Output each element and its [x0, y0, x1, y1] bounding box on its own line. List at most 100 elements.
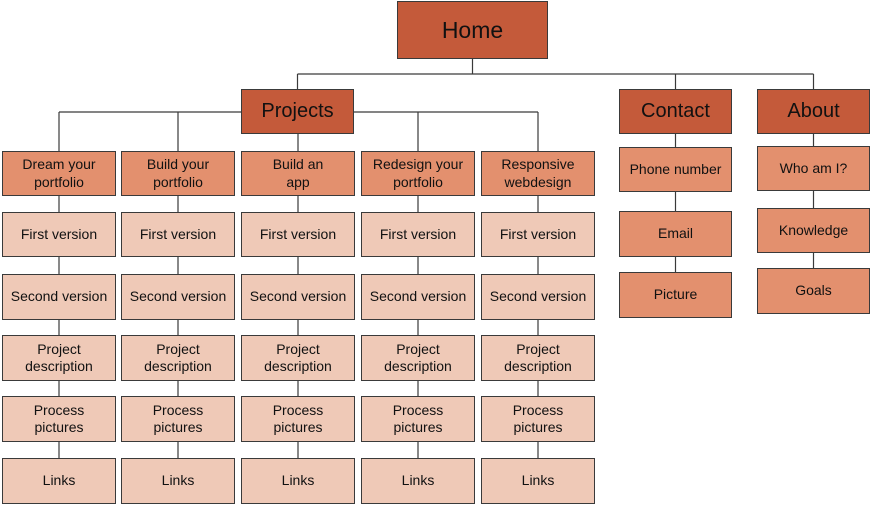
project-2-item-1-line: First version	[139, 225, 217, 242]
contact-item-2: Email	[619, 211, 732, 257]
project-1-item-5-text: Links	[43, 472, 76, 489]
project-2-title-line: Build your	[146, 156, 210, 173]
project-5-item-1-line: First version	[499, 225, 577, 242]
project-5-item-1-text: First version	[500, 226, 576, 243]
project-5-item-5-line: Links	[521, 472, 555, 489]
project-4-item-4-line: pictures	[393, 419, 443, 435]
project-3-item-5-text: Links	[282, 472, 315, 489]
projects-label: Projects	[261, 100, 334, 123]
project-5-item-3-line: description	[504, 358, 572, 374]
project-1-item-4-line: Process	[33, 401, 85, 418]
about-item-1-line: Who am I?	[779, 159, 848, 176]
project-3-item-2: Second version	[241, 274, 355, 320]
about-item-3-line: Goals	[795, 282, 832, 299]
about-item-1: Who am I?	[757, 146, 870, 191]
about-item-2: Knowledge	[757, 208, 870, 253]
project-1-item-5-line: Links	[42, 472, 76, 489]
project-4-item-5: Links	[361, 458, 475, 504]
about-node: About	[757, 89, 870, 134]
project-2-item-5-text: Links	[162, 472, 195, 489]
project-1-title-line: Dream your	[22, 156, 96, 173]
project-4-item-2-line: Second version	[369, 288, 467, 305]
project-2-title-line: portfolio	[153, 173, 203, 190]
project-2-item-4-line: Process	[152, 401, 204, 418]
project-2-item-2: Second version	[121, 274, 235, 320]
project-4-item-2: Second version	[361, 274, 475, 320]
project-2-item-3-line: description	[144, 358, 212, 374]
project-3-item-1-line: First version	[259, 225, 337, 242]
project-1-item-2-text: Second version	[11, 288, 108, 305]
project-5-item-2: Second version	[481, 274, 595, 320]
contact-item-3-text: Picture	[654, 286, 698, 303]
project-4-item-5-text: Links	[402, 472, 435, 489]
project-4-title-line: portfolio	[393, 173, 443, 190]
project-5-title-line: webdesign	[504, 173, 572, 190]
project-2-item-4-line: pictures	[153, 419, 203, 435]
contact-node: Contact	[619, 89, 732, 134]
about-item-3: Goals	[757, 268, 870, 314]
project-5-item-5: Links	[481, 458, 595, 504]
contact-item-3: Picture	[619, 272, 732, 318]
about-item-3-text: Goals	[795, 282, 832, 299]
project-1-item-3-line: Project	[37, 340, 81, 357]
project-5-title-line: Responsive	[501, 156, 575, 173]
project-4-item-4-line: Process	[392, 401, 444, 418]
project-1-item-2-line: Second version	[10, 288, 108, 305]
project-3-item-5: Links	[241, 458, 355, 504]
project-2-item-3-line: Project	[156, 340, 200, 357]
project-5-item-5-text: Links	[522, 472, 555, 489]
project-3-item-1-text: First version	[260, 226, 336, 243]
projects-node: Projects	[241, 89, 354, 134]
project-1-item-1: First version	[2, 212, 116, 257]
contact-item-3-line: Picture	[653, 286, 698, 303]
project-5-item-3-line: Project	[516, 340, 560, 357]
about-item-2-text: Knowledge	[779, 222, 848, 239]
project-5-item-4-line: Process	[512, 401, 564, 418]
project-3-item-3-line: description	[264, 358, 332, 374]
project-5-item-2-text: Second version	[490, 288, 587, 305]
contact-item-1-line: Phone number	[629, 160, 722, 177]
about-item-1-text: Who am I?	[780, 160, 848, 177]
project-4-title-line: Redesign your	[372, 156, 464, 173]
project-3-title-line: app	[286, 173, 310, 190]
project-3-item-4-line: pictures	[273, 419, 323, 435]
project-2-item-2-text: Second version	[130, 288, 227, 305]
contact-item-2-line: Email	[657, 225, 693, 242]
contact-item-2-text: Email	[658, 225, 693, 242]
project-1-item-1-text: First version	[21, 226, 97, 243]
contact-item-1-text: Phone number	[630, 161, 722, 178]
project-1-item-1-line: First version	[20, 225, 98, 242]
project-3-item-3-line: Project	[276, 340, 320, 357]
project-3-item-4-line: Process	[272, 401, 324, 418]
about-item-2-line: Knowledge	[778, 221, 849, 238]
project-1-title-line: portfolio	[34, 173, 84, 190]
home-label: Home	[441, 16, 504, 43]
project-3-item-2-text: Second version	[250, 288, 347, 305]
home-node: Home	[397, 1, 548, 59]
project-5-item-2-line: Second version	[489, 288, 587, 305]
project-4-item-2-text: Second version	[370, 288, 467, 305]
